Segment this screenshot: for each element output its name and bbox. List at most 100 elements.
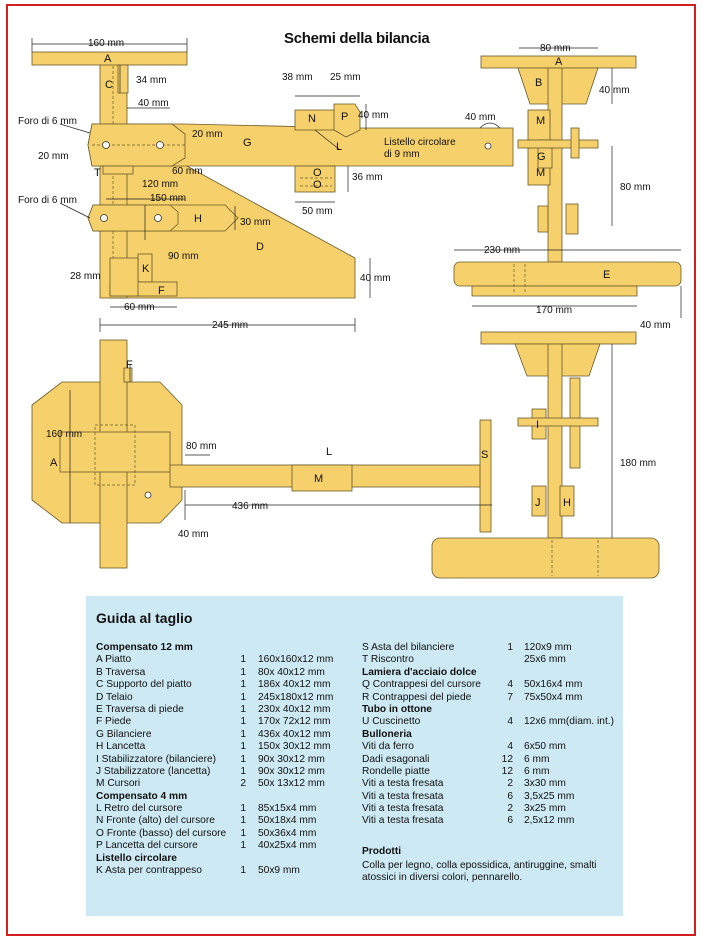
guide-part-name: O Fronte (basso) del cursore <box>96 827 227 839</box>
front-view-pointer <box>431 331 660 579</box>
dim-40-plan: 40 mm <box>178 529 209 540</box>
guide-quantity: 12 <box>501 753 513 765</box>
dim-160-plan: 160 mm <box>46 429 82 440</box>
guide-part-name: A Piatto <box>96 654 132 666</box>
dim-foro-1: Foro di 6 mm <box>18 116 77 127</box>
label-a-plan: A <box>50 457 58 469</box>
guide-part-name: I Stabilizzatore (bilanciere) <box>96 753 217 765</box>
label-l: L <box>336 141 342 153</box>
guide-part-name: Viti a testa fresata <box>362 790 444 802</box>
part-s-rod <box>479 419 492 533</box>
front-h-block <box>537 205 549 233</box>
guide-size: 50x 13x12 mm <box>258 778 325 790</box>
guide-quantity: 4 <box>507 679 513 691</box>
foot-block <box>109 257 139 297</box>
label-s: S <box>481 449 488 461</box>
label-h: H <box>194 213 202 225</box>
guide-size: 80x 40x12 mm <box>258 666 325 678</box>
dim-120: 120 mm <box>142 179 178 190</box>
dim-30: 30 mm <box>240 217 271 228</box>
guide-section-heading: Bulloneria <box>362 728 412 740</box>
dim-40-d: 40 mm <box>360 273 391 284</box>
label-g-front: G <box>537 151 546 163</box>
label-g: G <box>243 137 252 149</box>
guide-part-name: P Lancetta del cursore <box>96 840 198 852</box>
dim-36: 36 mm <box>352 172 383 183</box>
guide-part-name: M Cursori <box>96 778 141 790</box>
guide-part-name: Viti a testa fresata <box>362 815 444 827</box>
guide-size: 3,5x25 mm <box>524 790 575 802</box>
plan-base-front <box>431 537 660 579</box>
guide-part-name: Rondelle piatte <box>362 765 430 777</box>
guide-part-name: R Contrappesi del piede <box>362 691 472 703</box>
dim-180: 180 mm <box>620 458 656 469</box>
guide-quantity: 1 <box>240 728 246 740</box>
guide-size: 436x 40x12 mm <box>258 728 331 740</box>
label-f: F <box>158 285 165 297</box>
guide-part-name: G Bilanciere <box>96 728 152 740</box>
label-a-front: A <box>555 56 563 68</box>
plan-base <box>59 431 171 473</box>
label-m-plan: M <box>314 473 323 485</box>
label-o1: O <box>313 167 322 179</box>
dim-25: 25 mm <box>330 72 361 83</box>
guide-part-name: Viti a testa fresata <box>362 803 444 815</box>
guide-part-name: Q Contrappesi del cursore <box>362 679 481 691</box>
guide-part-name: F Piede <box>96 716 132 728</box>
guide-part-name: D Telaio <box>96 691 133 703</box>
part-t-stop <box>102 165 134 175</box>
guide-quantity: 1 <box>240 666 246 678</box>
guide-part-name: L Retro del cursore <box>96 803 183 815</box>
guide-quantity: 1 <box>240 679 246 691</box>
dim-34: 34 mm <box>136 75 167 86</box>
dim-230: 230 mm <box>484 245 520 256</box>
front-foot <box>471 285 638 297</box>
guide-quantity: 4 <box>507 716 513 728</box>
guide-size: 150x 30x12 mm <box>258 741 331 753</box>
dim-60: 60 mm <box>172 166 203 177</box>
guide-title: Guida al taglio <box>96 610 193 626</box>
hole-icon <box>156 141 164 149</box>
guide-size: 90x 30x12 mm <box>258 765 325 777</box>
guide-part-name: K Asta per contrappeso <box>96 865 202 877</box>
guide-size: 50x18x4 mm <box>258 815 317 827</box>
guide-part-name: E Traversa di piede <box>96 703 184 715</box>
guide-quantity: 1 <box>240 815 246 827</box>
guide-part-name: U Cuscinetto <box>362 716 421 728</box>
label-d: D <box>256 241 264 253</box>
part-g-pivot-block <box>87 123 186 167</box>
front-view <box>453 47 682 318</box>
guide-quantity: 1 <box>240 741 246 753</box>
guide-quantity: 2 <box>240 778 246 790</box>
guide-part-name: B Traversa <box>96 666 146 678</box>
guide-size: 40x25x4 mm <box>258 840 317 852</box>
dim-38: 38 mm <box>282 72 313 83</box>
guide-quantity: 4 <box>507 741 513 753</box>
dim-60-bottom: 60 mm <box>124 302 155 313</box>
guide-section-heading: Lamiera d'acciaio dolce <box>362 666 477 678</box>
label-f-plan: F <box>126 359 133 371</box>
guide-part-name: H Lancetta <box>96 741 146 753</box>
guide-size: 170x 72x12 mm <box>258 716 331 728</box>
guide-part-name: N Fronte (alto) del cursore <box>96 815 215 827</box>
dim-50: 50 mm <box>302 206 333 217</box>
label-n: N <box>308 113 316 125</box>
front-pivot-disc <box>570 127 580 159</box>
tab <box>117 64 129 94</box>
label-m2: M <box>536 167 545 179</box>
dim-90: 90 mm <box>168 251 199 262</box>
label-l-plan: L <box>326 446 332 458</box>
dim-40-p: 40 mm <box>358 110 389 121</box>
guide-row: H Lancetta 1 150x 30x12 mm <box>96 741 356 753</box>
guide-quantity: 6 <box>507 815 513 827</box>
label-a: A <box>104 53 112 65</box>
part-o-slider-bottom <box>294 165 336 193</box>
guide-size: 3x30 mm <box>524 778 566 790</box>
